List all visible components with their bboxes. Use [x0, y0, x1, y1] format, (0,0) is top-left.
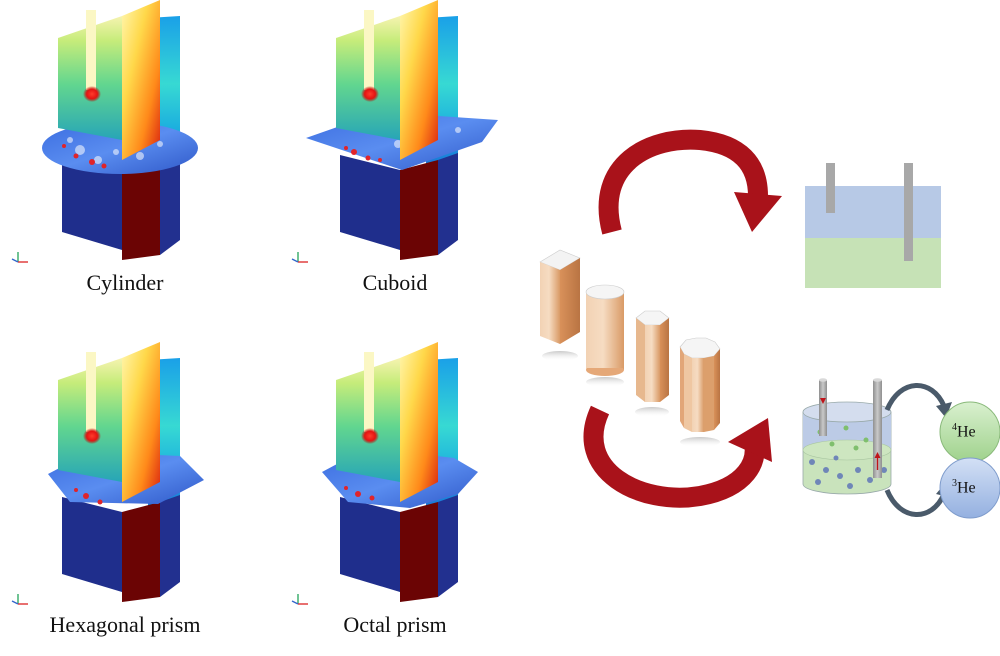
label-hexagonal-prism: Hexagonal prism — [49, 612, 201, 637]
axis-triad-icon — [11, 252, 28, 263]
prism-hexagonal — [635, 310, 670, 417]
separation-cell-diagram — [802, 378, 952, 517]
panel-octal-prism — [322, 342, 478, 602]
rod-right — [904, 163, 913, 261]
arrow-upper — [598, 129, 782, 235]
helium-3-ball — [939, 457, 1000, 519]
label-octal-prism: Octal prism — [343, 612, 447, 637]
prism-cuboid — [539, 249, 581, 361]
axis-triad-icon — [291, 252, 308, 263]
right-slice — [122, 0, 160, 160]
panel-hexagonal-prism — [48, 342, 204, 602]
liquid-bath-diagram — [805, 163, 941, 288]
label-cylinder: Cylinder — [86, 270, 164, 295]
axis-triad-icon — [11, 594, 28, 605]
rod-right — [873, 380, 882, 478]
rod-left — [826, 163, 835, 213]
lower-liquid-layer — [805, 238, 941, 288]
rod-left — [819, 380, 827, 436]
panel-cylinder — [42, 0, 198, 260]
upper-liquid-layer — [805, 186, 941, 238]
axis-triad-icon — [291, 594, 308, 605]
arrow-lower — [583, 405, 772, 508]
prism-row — [539, 249, 721, 447]
helium-4-label: 4He — [952, 422, 976, 441]
prism-octal — [679, 337, 721, 447]
label-cuboid: Cuboid — [362, 270, 428, 295]
prism-cylinder — [585, 284, 625, 387]
helium-3-label: 3He — [952, 478, 976, 497]
panel-cuboid — [306, 0, 498, 260]
